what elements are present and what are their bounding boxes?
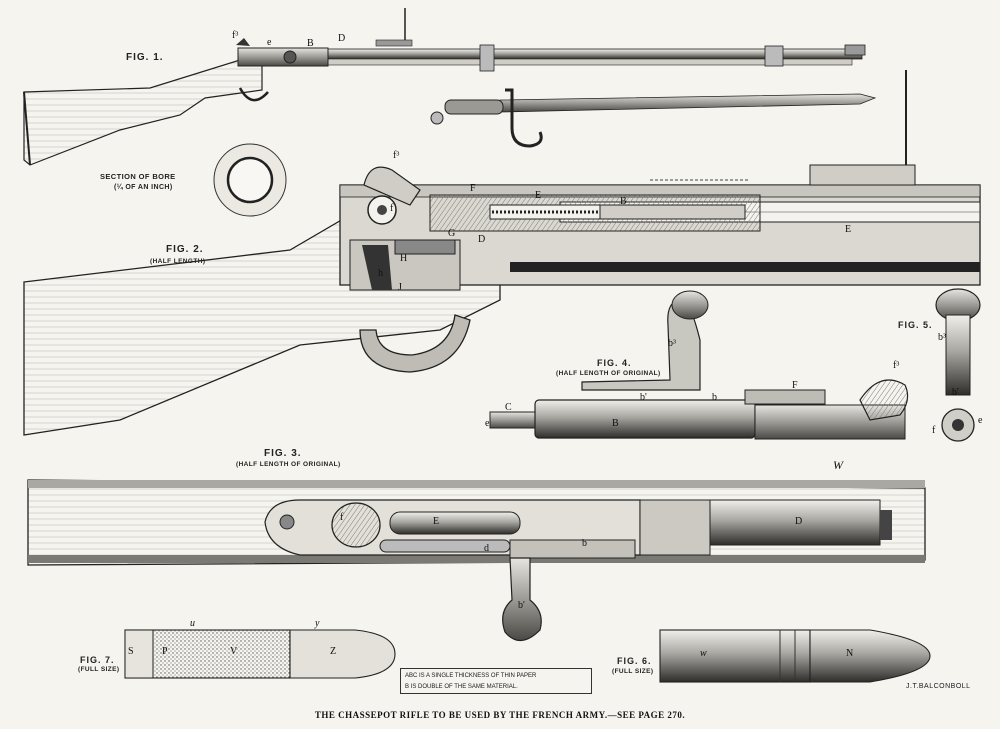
fig6-label-N: N	[846, 648, 854, 659]
fig1-label-f3: f³	[232, 30, 239, 41]
fig3-label-d: d	[484, 543, 489, 554]
bayonet	[430, 88, 877, 148]
fig7-title: FIG. 7.	[80, 655, 115, 665]
fig4-bolt	[489, 290, 909, 440]
fig5-label-e: e	[978, 415, 983, 426]
fig7-cartridge	[124, 629, 396, 679]
fig2-label-F: F	[470, 183, 476, 194]
fig5-label-b3: b³	[938, 332, 946, 343]
fig6-subtitle: (FULL SIZE)	[612, 668, 654, 675]
fig4-label-b: b	[712, 392, 717, 403]
fig2-label-h: h	[378, 268, 383, 279]
fig2-label-D: D	[478, 234, 486, 245]
fig4-title: FIG. 4.	[597, 358, 632, 368]
fig7-subtitle: (FULL SIZE)	[78, 666, 120, 673]
bore-subtitle: (¼ OF AN INCH)	[114, 184, 173, 191]
fig4-label-C: C	[505, 402, 512, 413]
plate-caption: THE CHASSEPOT RIFLE TO BE USED BY THE FR…	[314, 710, 686, 720]
bore-title: SECTION OF BORE	[100, 172, 176, 181]
fig2-label-G: G	[448, 228, 456, 239]
fig7-label-u: u	[190, 618, 195, 629]
fig1-rifle	[23, 8, 866, 166]
fig3-label-E: E	[433, 516, 440, 527]
fig4-label-b1: b'	[640, 392, 647, 403]
fig4-label-e: e	[485, 418, 490, 429]
fig5-title: FIG. 5.	[898, 320, 933, 330]
fig2-subtitle: (HALF LENGTH)	[150, 258, 206, 265]
paper-note-box: ABC IS A SINGLE THICKNESS OF THIN PAPER …	[400, 668, 592, 694]
fig2-title: FIG. 2.	[166, 244, 204, 255]
fig7-label-S: S	[128, 646, 134, 657]
fig5-bolt-end	[935, 288, 981, 442]
fig1-label-e: e	[267, 37, 272, 48]
fig7-label-Z: Z	[330, 646, 337, 657]
fig4-label-F: F	[792, 380, 798, 391]
bore-section	[213, 143, 287, 217]
fig3-top-view	[27, 479, 926, 642]
fig2-label-f3: f³	[393, 150, 400, 161]
fig4-label-f3: f³	[893, 360, 900, 371]
fig1-label-d: D	[338, 33, 346, 44]
fig2-label-E1: E	[535, 190, 542, 201]
paper-note-line-2: B IS DOUBLE OF THE SAME MATERIAL.	[405, 684, 518, 690]
engraver-signature: J.T.BALCONBOLL	[906, 683, 971, 690]
fig3-label-b: b	[582, 538, 587, 549]
paper-note-line-1: ABC IS A SINGLE THICKNESS OF THIN PAPER	[405, 673, 537, 679]
fig1-label-b: B	[307, 38, 314, 49]
fig7-label-V: V	[230, 646, 238, 657]
fig2-label-J: J	[398, 282, 402, 293]
fig2-label-H: H	[400, 253, 408, 264]
fig1-stock	[23, 59, 263, 166]
fig3-label-W: W	[833, 458, 843, 472]
fig5-label-f: f	[932, 425, 936, 436]
fig7-label-P: P	[162, 646, 168, 657]
fig2-label-E2: E	[845, 224, 852, 235]
fig4-label-B: B	[612, 418, 619, 429]
fig2-label-B: B	[620, 196, 627, 207]
fig6-title: FIG. 6.	[617, 656, 652, 666]
fig6-bullet	[659, 629, 931, 683]
fig3-label-b1: b'	[518, 600, 525, 611]
fig3-label-f: f	[340, 512, 344, 523]
fig7-label-y: y	[315, 618, 320, 629]
fig3-subtitle: (HALF LENGTH OF ORIGINAL)	[236, 461, 341, 468]
fig1-title: FIG. 1.	[126, 52, 164, 63]
fig6-label-w: w	[700, 648, 707, 659]
fig2-label-f: f	[390, 203, 394, 214]
fig2-section	[23, 70, 981, 436]
fig4-label-b3: b³	[668, 338, 676, 349]
fig3-label-D: D	[795, 516, 803, 527]
fig3-title: FIG. 3.	[264, 448, 302, 459]
fig5-label-b1: b'	[952, 387, 959, 398]
fig4-subtitle: (HALF LENGTH OF ORIGINAL)	[556, 370, 661, 377]
